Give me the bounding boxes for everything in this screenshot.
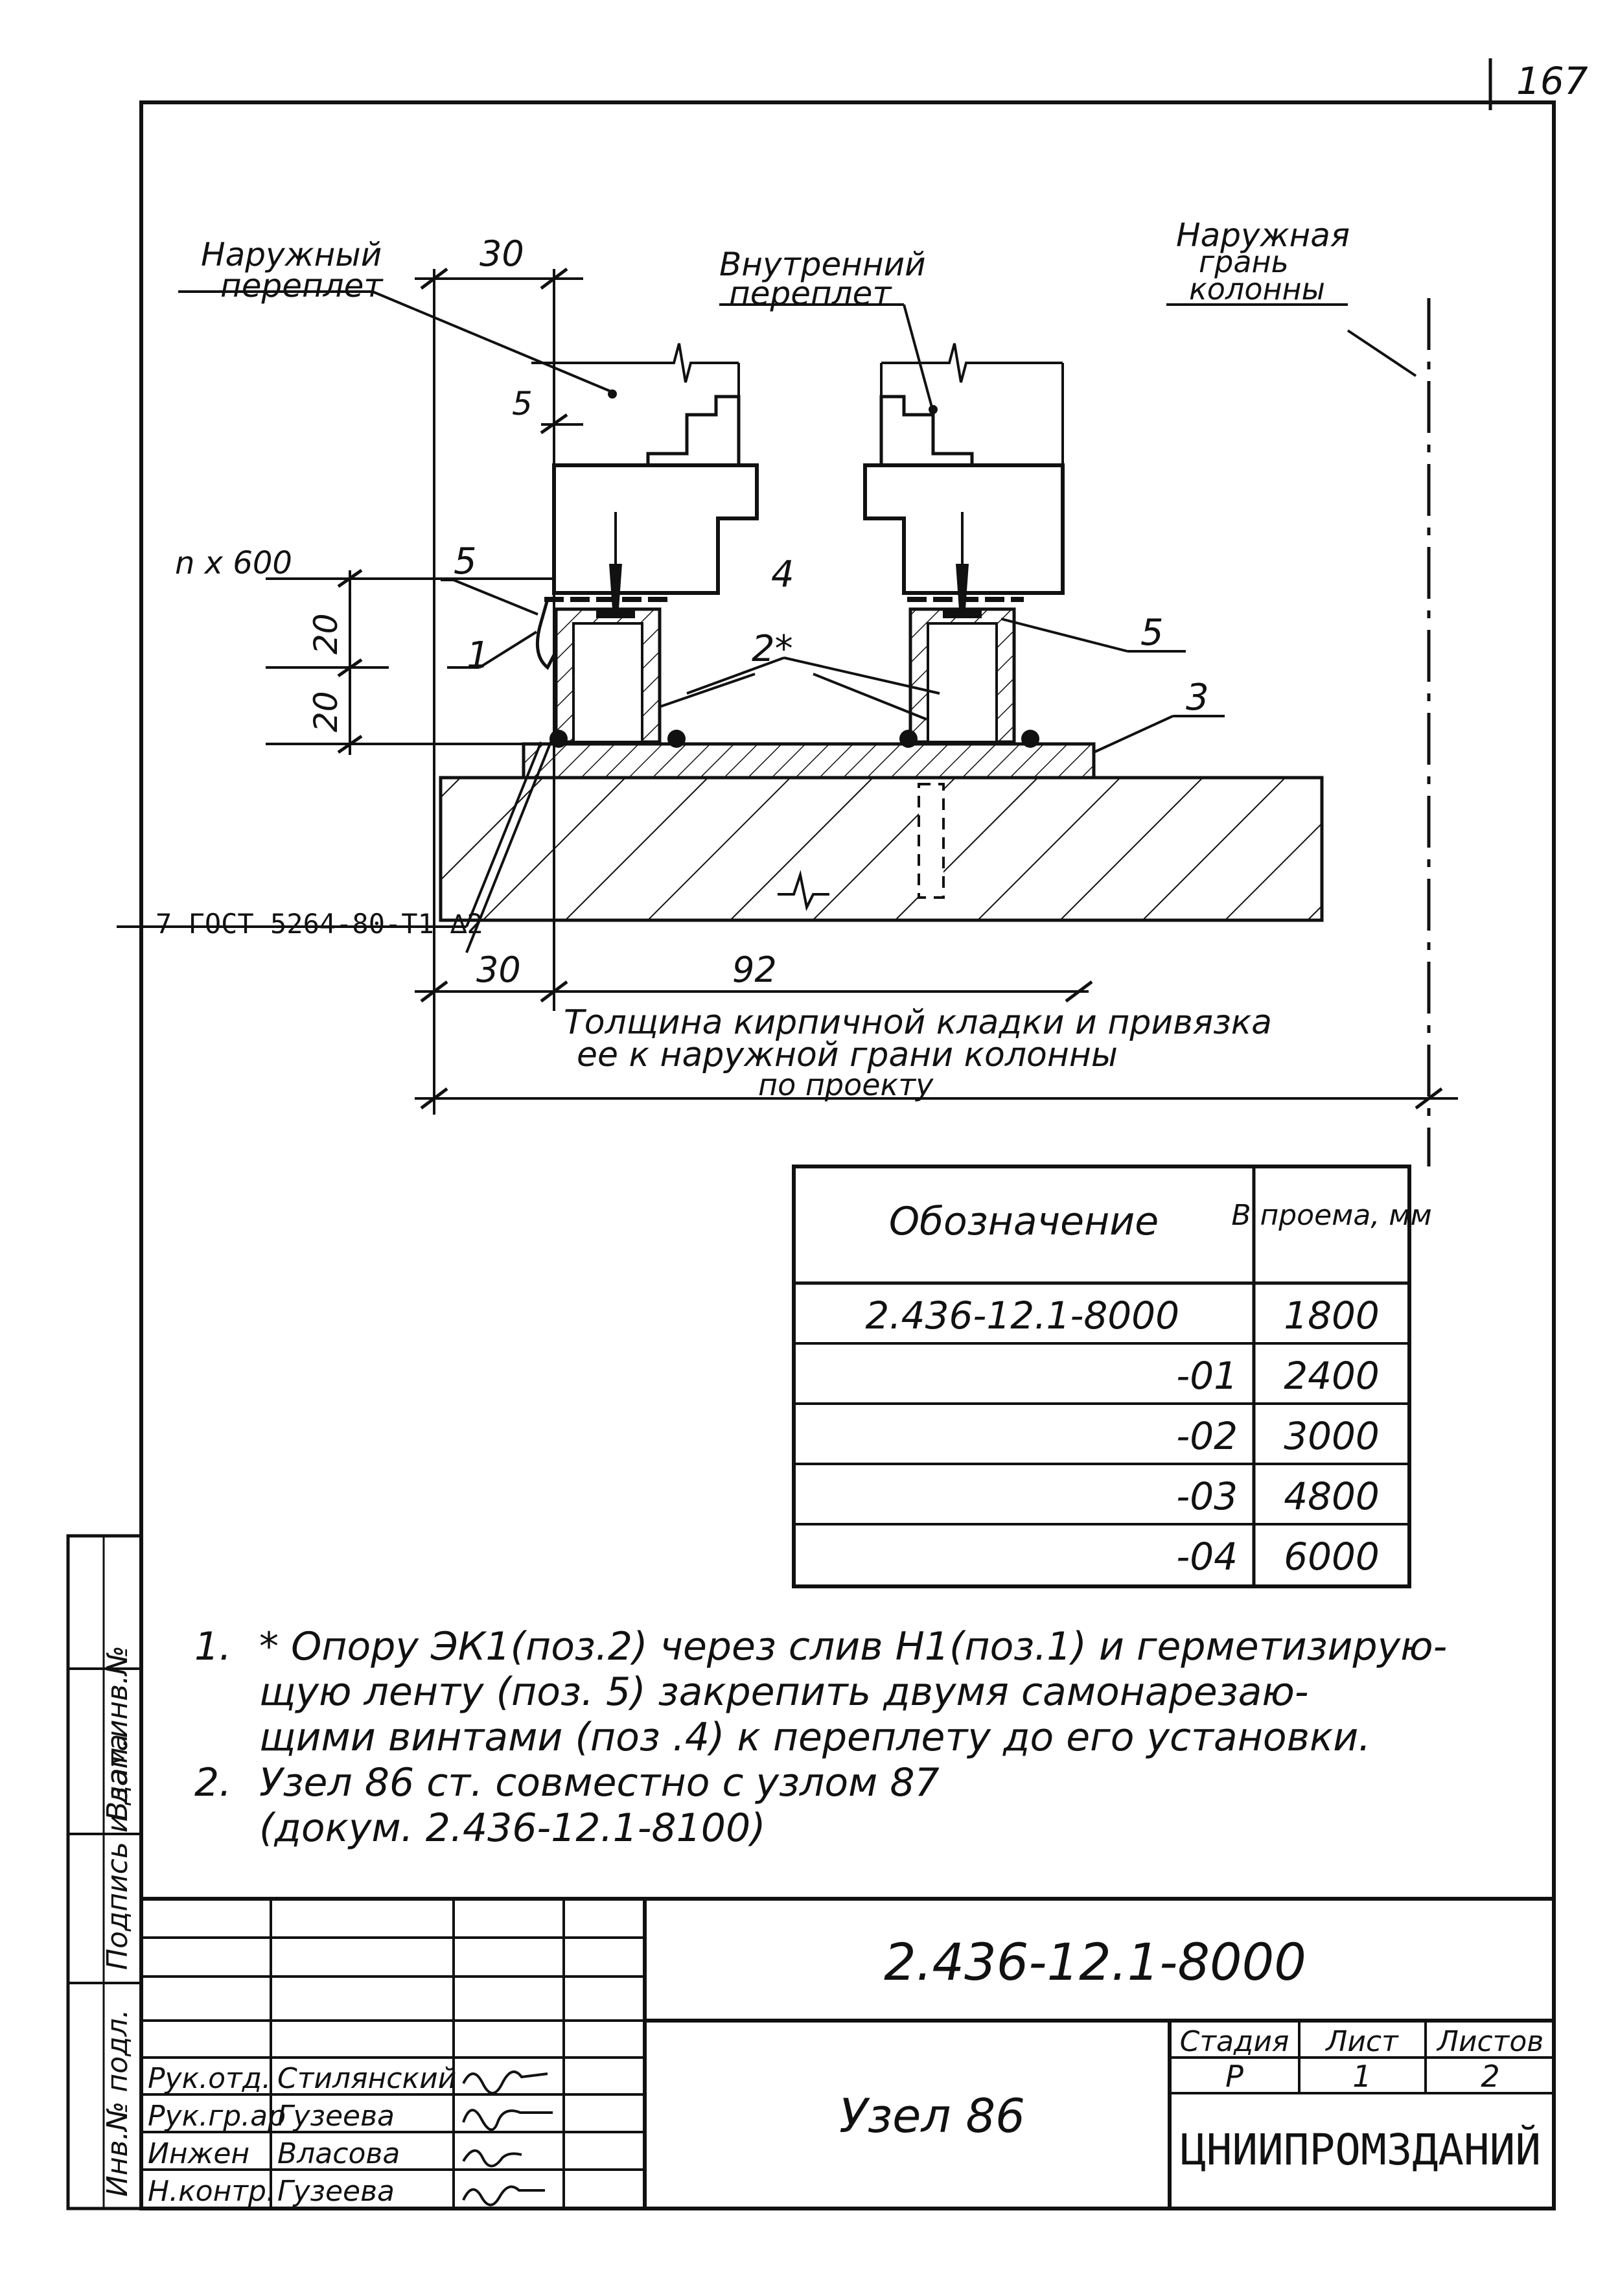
- spec-row-2-size: 3000: [1284, 1414, 1380, 1458]
- label-outer-face-2: грань: [1199, 244, 1289, 279]
- stamp-replace-inv: Взам.инв.№: [101, 1645, 134, 1821]
- drawing-title: Узел 86: [839, 2089, 1025, 2143]
- brick-note-line-3: по проекту: [758, 1067, 934, 1102]
- label-outer-face-1: Наружная: [1176, 216, 1350, 254]
- position-2: 2*: [752, 628, 793, 670]
- dim-20-a: 20: [307, 613, 345, 655]
- spec-row-3-designation: -03: [1176, 1474, 1238, 1518]
- sheet-number: 167: [1516, 59, 1588, 103]
- stamp-inv-original: Инв.№ подл.: [101, 2009, 134, 2197]
- name-3: Гузеева: [277, 2175, 395, 2208]
- spec-row-0-designation: 2.436-12.1-8000: [865, 1293, 1179, 1338]
- side-stamp: Инв.№ подл. Подпись и дата Взам.инв.№: [66, 1534, 143, 2210]
- drawing-frame: [139, 100, 1556, 2210]
- break-mark-inner: [881, 343, 1063, 383]
- role-0: Рук.отд.: [148, 2062, 271, 2095]
- sheet-header: Лист: [1324, 2025, 1399, 2058]
- screw-left-pos4: [596, 512, 635, 618]
- note-2-number: 2.: [194, 1760, 232, 1805]
- stage-value: Р: [1225, 2059, 1243, 2094]
- sheet-value: 1: [1352, 2059, 1371, 2094]
- stamp-sign-date: Подпись и дата: [101, 1734, 134, 1970]
- organization: ЦНИИПРОМЗДАНИЙ: [1181, 2124, 1541, 2175]
- label-nx600: n x 600: [175, 545, 292, 581]
- label-inner-frame-2: переплет: [729, 275, 892, 312]
- brick-masonry: [439, 776, 1324, 922]
- drip-flashing-pos1: [535, 599, 558, 670]
- outer-frame-profile: [552, 463, 759, 595]
- leader-lines: [117, 290, 1417, 953]
- label-weld-gost: 7 ГОСТ 5264-80-Т1 ∆2: [156, 908, 483, 940]
- left-support-channel: [549, 607, 686, 748]
- signature-2: [462, 2149, 522, 2168]
- position-5-left: 5: [454, 540, 477, 583]
- note-1-line-3: щими винтами (поз .4) к переплету до его…: [259, 1715, 1371, 1760]
- name-2: Власова: [277, 2137, 400, 2170]
- name-1: Гузеева: [277, 2100, 395, 2133]
- position-3: 3: [1186, 677, 1209, 719]
- signature-1: [462, 2109, 553, 2131]
- note-2-line-2: (докум. 2.436-12.1-8100): [259, 1805, 766, 1851]
- label-outer-face-3: колонны: [1189, 272, 1325, 307]
- label-outer-frame-1: Наружный: [201, 236, 382, 273]
- dimension-lines: [266, 268, 1458, 1115]
- break-mark-outer: [648, 343, 739, 383]
- doc-code: 2.436-12.1-8000: [884, 1934, 1306, 1992]
- note-1-number: 1.: [194, 1624, 232, 1669]
- dim-5: 5: [512, 385, 533, 423]
- spec-row-1-designation: -01: [1176, 1354, 1238, 1398]
- note-1-line-2: щую ленту (поз. 5) закрепить двумя самон…: [259, 1669, 1309, 1715]
- dim-top-30: 30: [480, 233, 524, 274]
- name-0: Стилянский: [277, 2062, 456, 2095]
- spec-row-3-size: 4800: [1284, 1474, 1380, 1518]
- spec-row-1-size: 2400: [1284, 1354, 1380, 1398]
- role-1: Рук.гр.ар: [148, 2100, 286, 2133]
- dim-bottom-92: 92: [732, 949, 777, 990]
- anchor-hole: [918, 783, 945, 899]
- note-1-line-1: * Опору ЭК1(поз.2) через слив Н1(поз.1) …: [259, 1624, 1448, 1669]
- outer-frame-glazing-bead: [646, 395, 741, 465]
- spec-table: Обозначение В проема, мм 2.436-12.1-8000…: [792, 1165, 1432, 1588]
- label-inner-frame-1: Внутренний: [719, 246, 926, 283]
- spec-row-4-designation: -04: [1176, 1535, 1238, 1579]
- spec-header-designation: Обозначение: [889, 1199, 1159, 1244]
- detail-drawing: Наружный переплет Внутренний переплет На…: [117, 216, 1458, 1166]
- spec-row-2-designation: -02: [1176, 1414, 1238, 1458]
- role-2: Инжен: [148, 2137, 249, 2170]
- label-outer-frame-2: переплет: [220, 267, 384, 305]
- signature-0: [462, 2070, 548, 2094]
- inner-frame-glazing-bead: [879, 395, 974, 465]
- note-2-line-1: Узел 86 ст. совместно с узлом 87: [259, 1760, 940, 1805]
- position-5-right: 5: [1140, 612, 1164, 654]
- stage-header: Стадия: [1180, 2025, 1289, 2058]
- spec-row-4-size: 6000: [1284, 1535, 1380, 1579]
- drip-plate-pos3: [522, 742, 1096, 780]
- position-1: 1: [467, 634, 490, 677]
- spec-header-size: В проема, мм: [1231, 1199, 1431, 1232]
- signature-3: [462, 2185, 545, 2207]
- break-mark-masonry: [778, 870, 829, 912]
- position-4: 4: [771, 553, 794, 596]
- dim-20-b: 20: [307, 691, 345, 732]
- role-3: Н.контр.: [148, 2175, 275, 2208]
- brick-note-line-1: Толщина кирпичной кладки и привязка: [564, 1003, 1272, 1042]
- title-block: 2.436-12.1-8000 Узел 86 Стадия Лист Лист…: [141, 1897, 1554, 2209]
- dim-bottom-30: 30: [476, 949, 521, 990]
- screw-right-pos4: [943, 512, 982, 618]
- spec-row-0-size: 1800: [1284, 1293, 1380, 1338]
- right-support-channel: [899, 607, 1039, 748]
- sheets-header: Листов: [1436, 2025, 1543, 2058]
- sheets-value: 2: [1481, 2059, 1499, 2094]
- brick-note-line-2: ее к наружной грани колонны: [577, 1036, 1118, 1074]
